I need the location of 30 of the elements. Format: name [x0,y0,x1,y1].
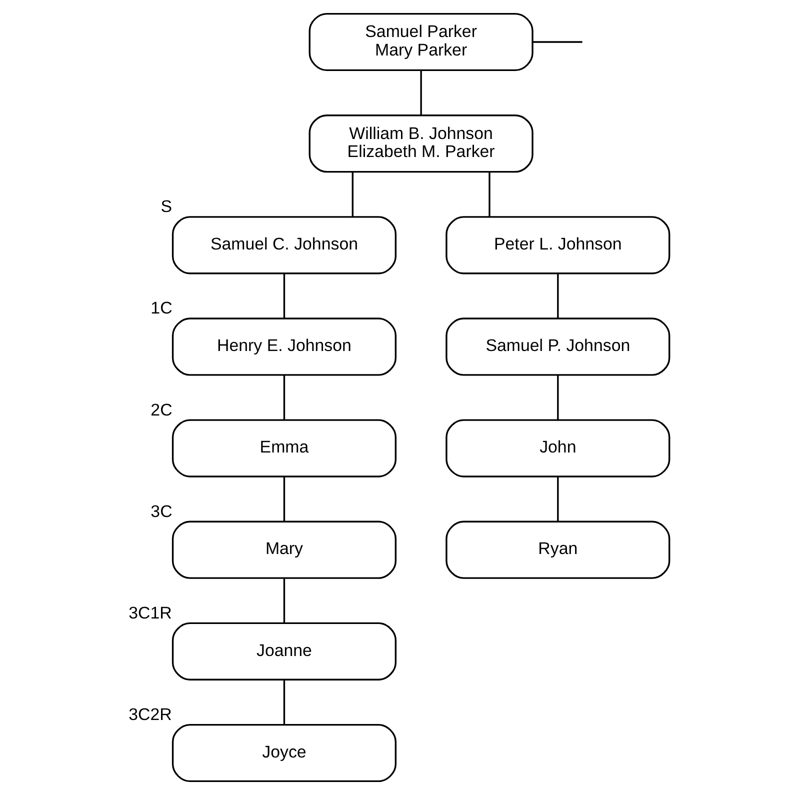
connector [282,375,285,420]
connector [282,680,285,724]
connector [556,273,558,318]
node-box: William B. Johnson Elizabeth M. Parker [308,114,533,173]
node-box: Emma [171,419,396,478]
connector [488,172,490,217]
node-box: Peter L. Johnson [445,216,670,274]
node-box: Ryan [445,520,670,579]
node-box: Samuel P. Johnson [445,318,670,376]
connector [282,578,285,623]
node-label: 3C [150,502,172,521]
node-box: Mary [171,520,396,579]
node-label: 3C2R [128,704,172,724]
node-label: S [160,197,172,216]
node-box: Samuel C. Johnson [171,216,396,274]
node-label: 2C [150,400,172,420]
node-box: Joanne [171,622,396,680]
node-box: Joyce [171,724,396,782]
connector [282,476,285,522]
node-label: 1C [150,298,172,318]
connector [532,41,582,43]
connector [282,273,285,318]
node-box: John [445,419,670,478]
node-box: Henry E. Johnson [171,318,396,376]
connector [351,172,353,217]
connector [420,70,422,116]
node-label: 3C1R [128,603,172,622]
connector [556,375,558,420]
node-box: Samuel Parker Mary Parker [308,12,533,72]
connector [556,476,558,522]
